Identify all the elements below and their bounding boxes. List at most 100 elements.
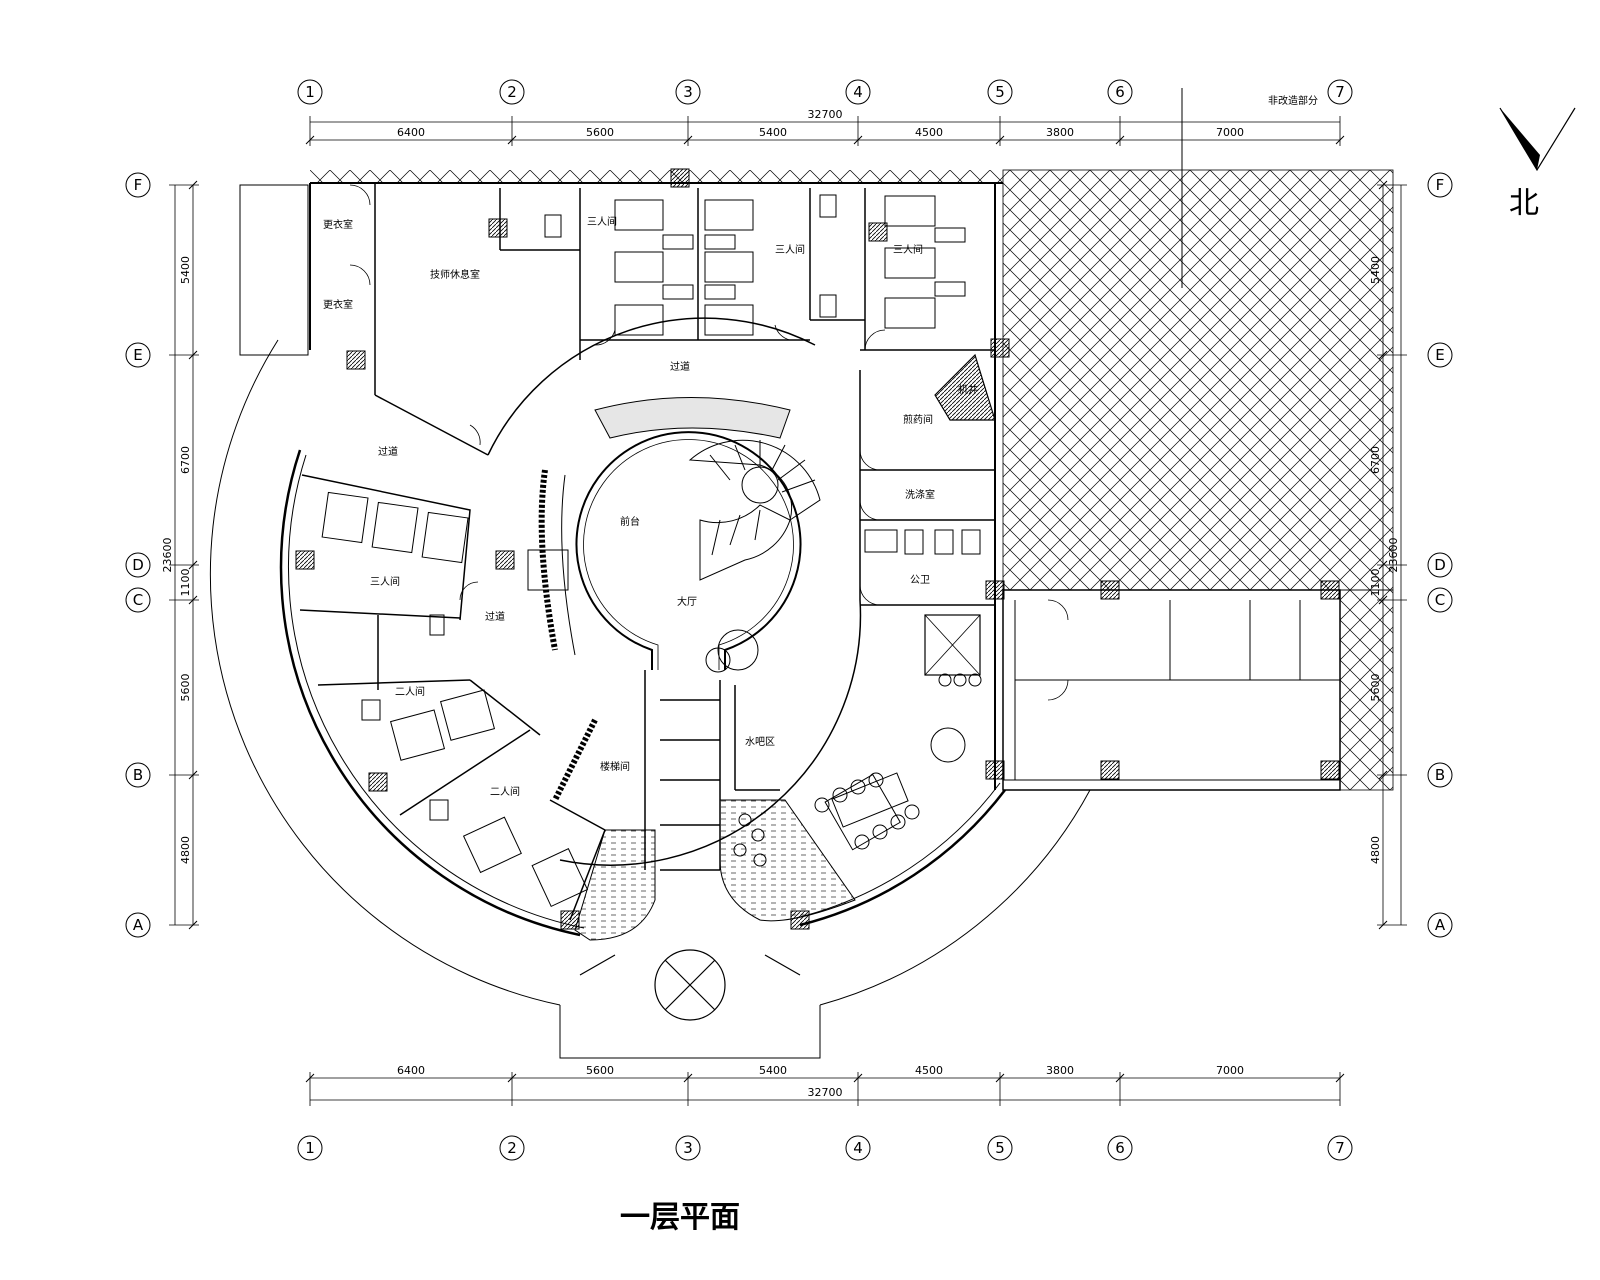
dim-left-segment: 5400 [179,256,192,284]
non-renovated-area [310,88,1394,791]
plan-title: 一层平面 [620,1200,740,1235]
room-labels: 更衣室 更衣室 技师休息室 三人间 三人间 三人间 过道 过道 过道 三人间 二… [323,215,978,798]
dim-left-segment: 6700 [179,446,192,474]
axis-bubble-bottom-5-label: 5 [995,1139,1005,1157]
column [1320,760,1340,780]
column [868,222,888,242]
axis-bubble-right-D-label: D [1434,556,1446,574]
axis-bubble-bottom-3-label: 3 [683,1139,693,1157]
room-label-corridor-mid: 过道 [485,610,505,623]
interior-walls [299,188,996,921]
dim-top-segment: 5400 [759,126,787,139]
column [990,338,1010,358]
room-label-herb-room: 煎药间 [903,413,933,426]
axis-bubble-left-A: A [125,912,151,938]
dim-top-segment: 5600 [586,126,614,139]
room-label-lounge: 前台 [620,515,640,528]
axis-bubble-top-5: 5 [987,79,1013,105]
dim-top-segment: 7000 [1216,126,1244,139]
axis-bubble-left-C-label: C [133,591,143,609]
dim-left-segment: 4800 [179,836,192,864]
axis-bubble-bottom-4-label: 4 [853,1139,863,1157]
column [1320,580,1340,600]
dim-right-segment: 6700 [1369,446,1382,474]
room-label-triple-3: 三人间 [893,243,923,256]
dim-top-total: 32700 [808,108,843,121]
room-label-stair-room: 楼梯间 [600,760,630,773]
north-arrow: 北 [1499,107,1576,221]
axis-bubble-top-4: 4 [845,79,871,105]
axis-bubble-top-1: 1 [297,79,323,105]
reception-desk [527,397,791,802]
axis-bubble-top-6: 6 [1107,79,1133,105]
sanitary-fixtures [361,194,981,821]
dim-bottom-segment: 4500 [915,1064,943,1077]
axis-bubble-right-F-label: F [1436,176,1445,194]
axis-bubble-left-A-label: A [133,916,144,934]
axis-bubble-left-C: C [125,587,151,613]
axis-bubble-right-B: B [1427,762,1453,788]
axis-bubble-right-C: C [1427,587,1453,613]
room-label-hall: 大厅 [677,595,697,608]
room-label-changing-1: 更衣室 [323,218,353,231]
axis-bubble-right-F: F [1427,172,1453,198]
column [368,772,388,792]
axis-bubble-right-B-label: B [1435,766,1445,784]
massage-beds [321,195,966,908]
dim-right-segment: 1100 [1369,569,1382,597]
spiral-staircase[interactable] [688,439,821,581]
axis-bubble-top-3-label: 3 [683,83,693,101]
column [985,580,1005,600]
dim-right-total: 23600 [1387,538,1400,573]
dim-top-segment: 3800 [1046,126,1074,139]
axis-bubble-bottom-4: 4 [845,1135,871,1161]
structural-columns [295,168,1340,930]
axis-bubble-bottom-7: 7 [1327,1135,1353,1161]
column [790,910,810,930]
door-swings [349,184,1069,701]
axis-bubble-bottom-7-label: 7 [1335,1139,1345,1157]
north-label: 北 [1509,186,1539,221]
column [488,218,508,238]
column [560,910,580,930]
axis-bubble-left-F-label: F [134,176,143,194]
dim-right-segment: 4800 [1369,836,1382,864]
axis-bubble-top-2: 2 [499,79,525,105]
dim-right-segment: 5400 [1369,256,1382,284]
dim-bottom-segment: 5600 [586,1064,614,1077]
dim-left-segment: 1100 [179,569,192,597]
axis-bubble-top-7-label: 7 [1335,83,1345,101]
axis-bubble-top-1-label: 1 [305,83,315,101]
axis-bubble-right-A: A [1427,912,1453,938]
dim-left-segment: 5600 [179,674,192,702]
axis-bubble-top-7: 7 [1327,79,1353,105]
dim-right-segment: 5600 [1369,674,1382,702]
room-label-triple-1: 三人间 [587,215,617,228]
axis-bubble-bottom-3: 3 [675,1135,701,1161]
dim-bottom-segment: 5400 [759,1064,787,1077]
lobby-ring [575,431,802,670]
axis-bubble-right-D: D [1427,552,1453,578]
axis-bubble-left-F: F [125,172,151,198]
axis-bubble-top-4-label: 4 [853,83,863,101]
axis-bubble-top-6-label: 6 [1115,83,1125,101]
axis-bubble-left-D: D [125,552,151,578]
column [985,760,1005,780]
room-label-staff-rest: 技师休息室 [430,268,480,281]
axis-bubble-left-B: B [125,762,151,788]
room-label-corridor-top: 过道 [670,360,690,373]
axis-bubble-top-5-label: 5 [995,83,1005,101]
axis-bubble-right-E-label: E [1435,346,1444,364]
room-label-triple-left: 三人间 [370,575,400,588]
axis-bubble-bottom-2: 2 [499,1135,525,1161]
building-shell [209,182,1341,1059]
room-label-corridor-left: 过道 [378,445,398,458]
axis-bubble-top-3: 3 [675,79,701,105]
revolving-door[interactable] [579,949,801,1021]
room-label-laundry: 洗涤室 [905,488,935,501]
bar-furniture [705,629,982,867]
axis-bubble-left-E-label: E [133,346,142,364]
room-label-bar: 水吧区 [745,736,775,748]
